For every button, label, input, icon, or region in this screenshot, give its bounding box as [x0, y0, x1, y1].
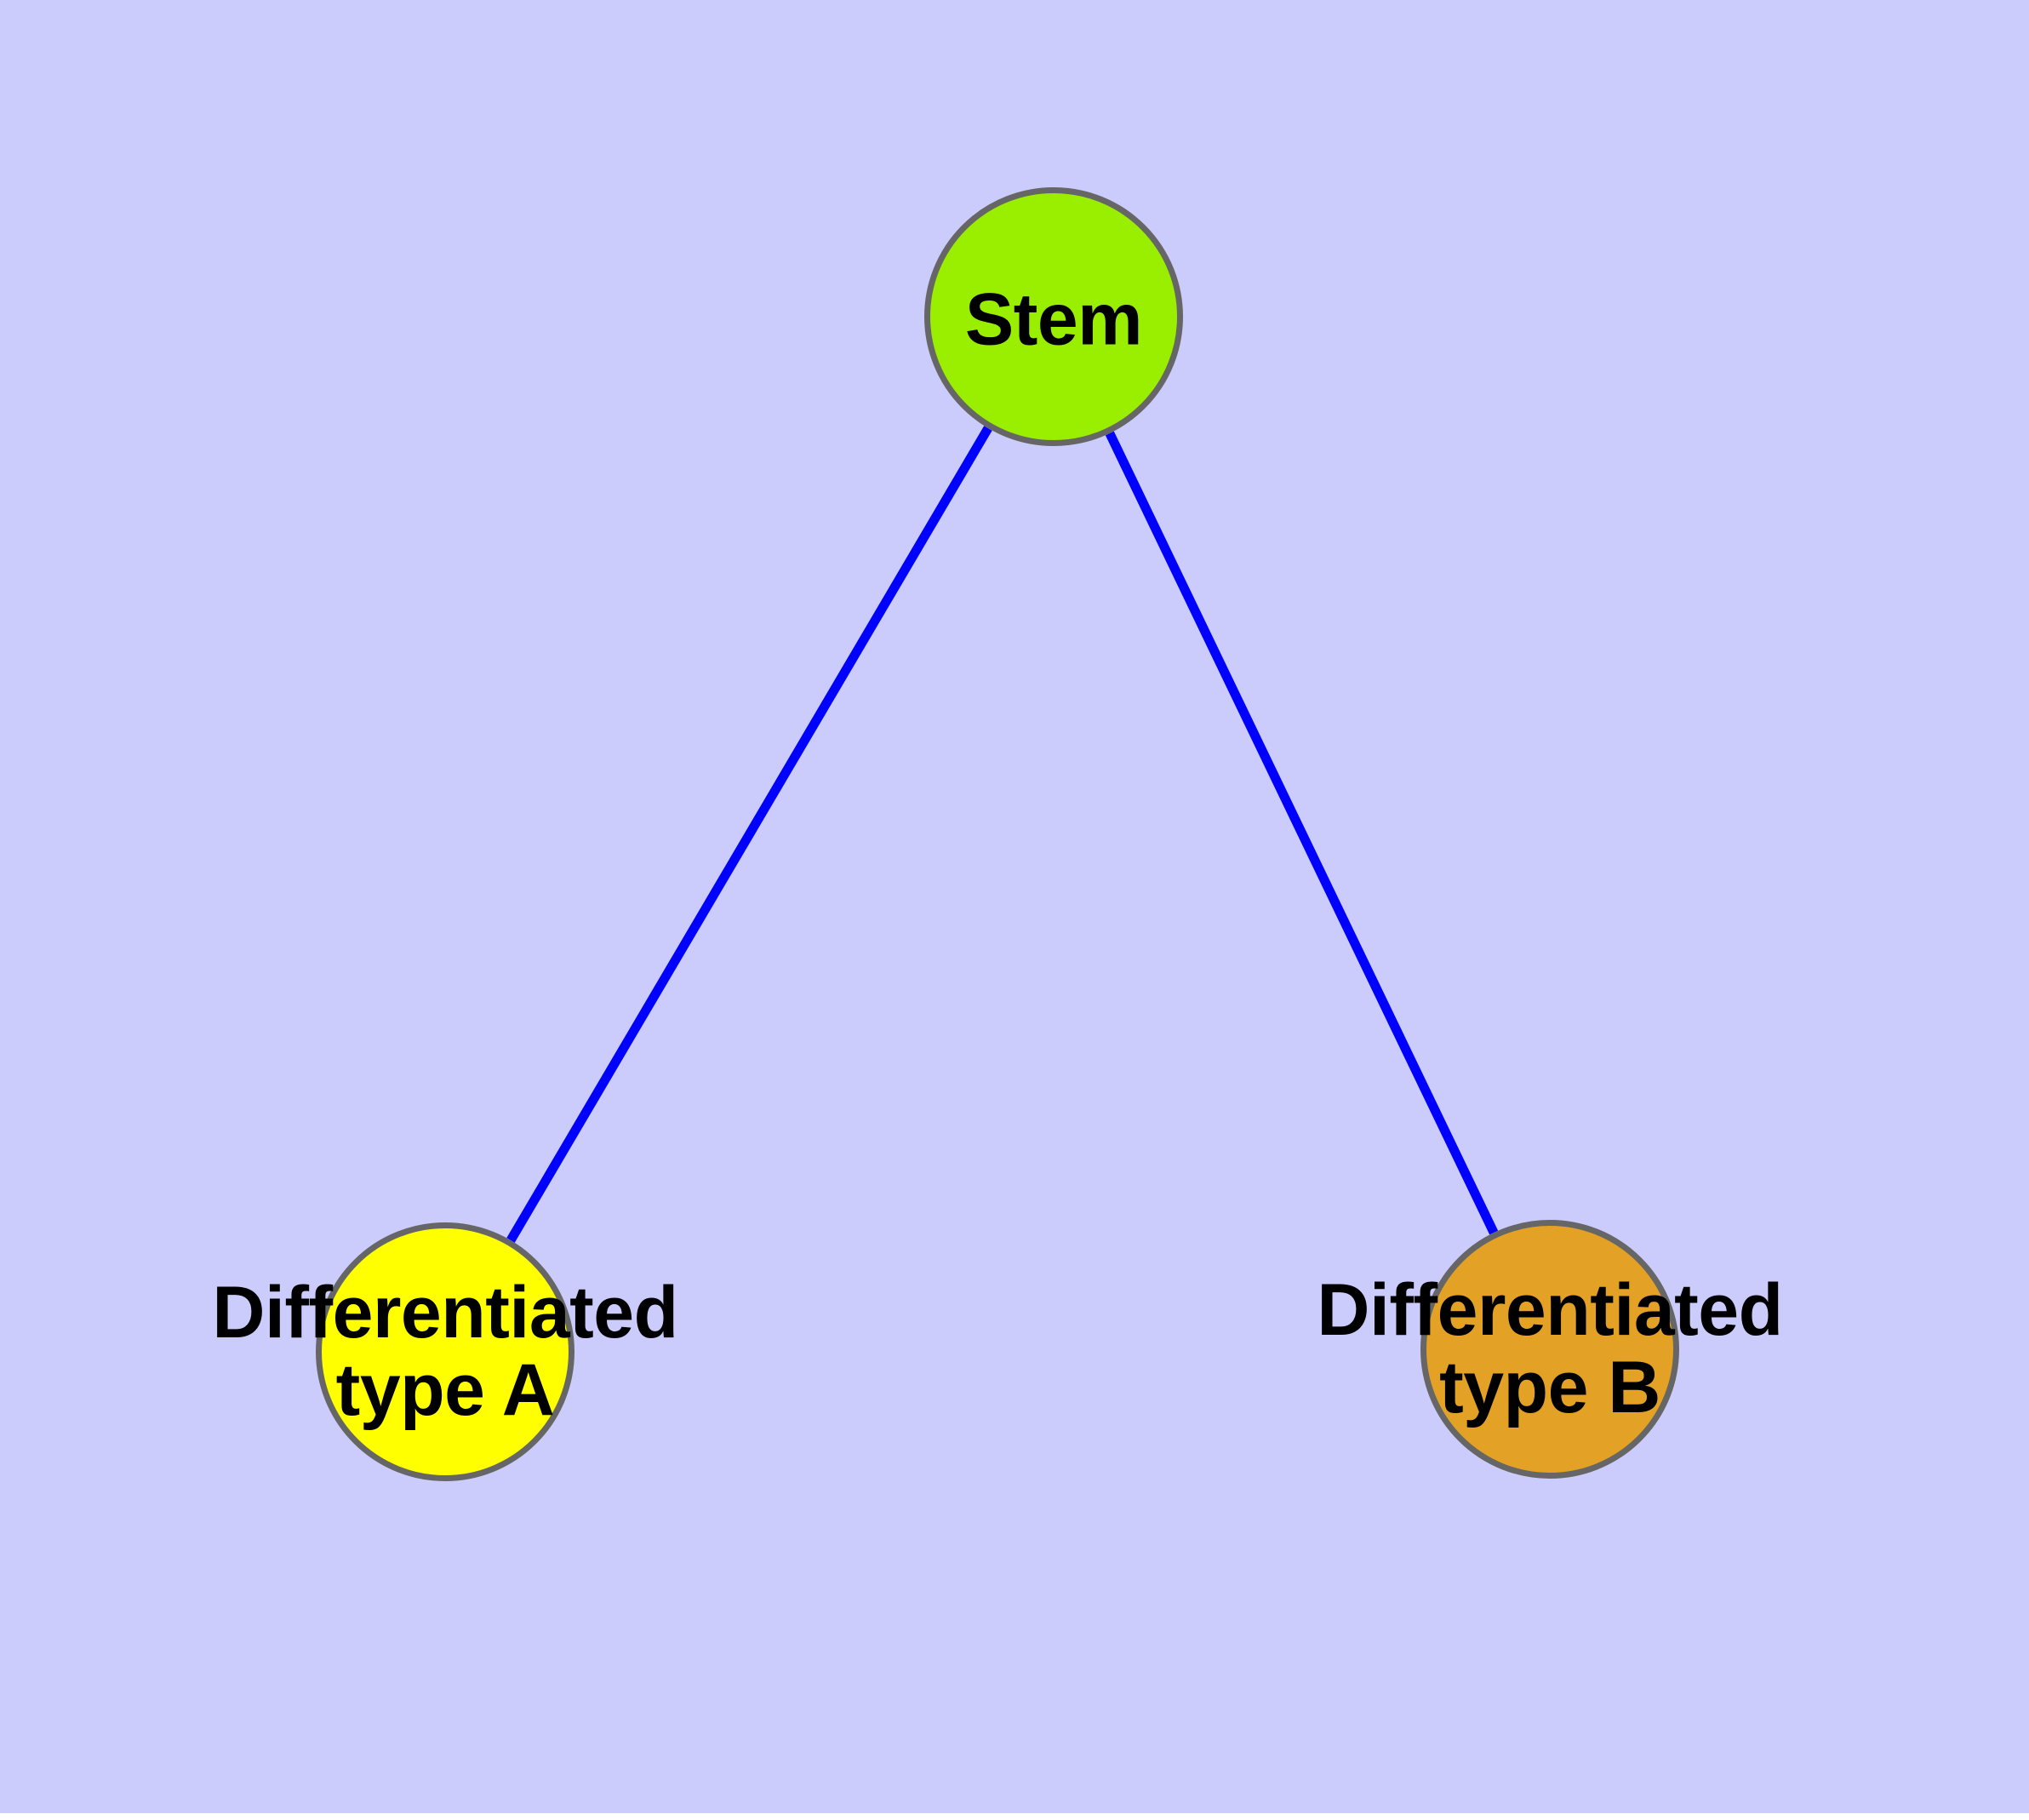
edge-stem-diff-b[interactable]: [1105, 431, 1499, 1235]
node-differentiated-type-b[interactable]: [1420, 1220, 1679, 1479]
edge-stem-diff-a[interactable]: [506, 426, 992, 1243]
node-layer: [316, 187, 1679, 1481]
edge-layer: [506, 426, 1499, 1243]
node-differentiated-type-a[interactable]: [316, 1222, 574, 1481]
node-stem[interactable]: [924, 187, 1183, 446]
